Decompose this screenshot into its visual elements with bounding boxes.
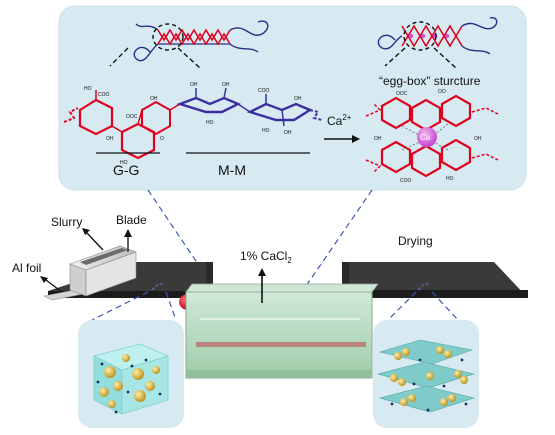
eggbox-chain-illustration-right [377, 16, 498, 69]
coating-process [43, 245, 528, 379]
svg-text:OH: OH [474, 136, 482, 142]
svg-text:HO: HO [446, 176, 454, 182]
svg-text:COO: COO [258, 88, 270, 94]
svg-text:HO: HO [120, 160, 128, 166]
bottom-zoom-lines [91, 291, 459, 321]
svg-text:OH: OH [284, 130, 292, 136]
blade-label: Blade [116, 213, 147, 227]
slurry-particles [96, 354, 162, 414]
crosslinked-network-panel [373, 320, 479, 428]
mm-label: M-M [218, 162, 246, 178]
calcium-ion-label: Ca [420, 133, 431, 142]
svg-text:OH: OH [150, 96, 158, 102]
calcium-ion [417, 127, 437, 147]
right-belt [342, 262, 528, 298]
svg-text:OH: OH [222, 82, 230, 88]
network-particles [390, 346, 468, 412]
alginate-chain-illustration-left [109, 20, 269, 69]
slurry-label: Slurry [51, 215, 82, 229]
svg-text:OH: OH [374, 136, 382, 142]
svg-text:OH: OH [190, 82, 198, 88]
cacl2-bath [185, 283, 379, 379]
m-block-structure: OH OH HO COO HO OH OH [176, 82, 323, 136]
svg-text:OO: OO [438, 89, 446, 95]
svg-text:HO: HO [84, 86, 92, 92]
hydrogel-sheets [376, 339, 476, 413]
doctor-blade-box [69, 245, 137, 297]
svg-text:COO: COO [98, 92, 110, 98]
svg-text:O: O [160, 136, 164, 142]
svg-text:HO: HO [262, 128, 270, 134]
eggbox-label: “egg-box” sturcture [379, 74, 481, 88]
g-block-structure: HO COO OH HO OH O OOC [63, 86, 181, 166]
svg-text:OH: OH [106, 136, 114, 142]
drying-label: Drying [398, 234, 433, 248]
ca-addition-arrow: Ca2+ [324, 113, 360, 143]
al-foil-label: Al foil [12, 261, 41, 275]
cacl2-label: 1% CaCl2 [240, 249, 292, 265]
svg-text:OOC: OOC [126, 114, 138, 120]
svg-text:OOC: OOC [396, 91, 408, 97]
svg-text:COO: COO [400, 178, 412, 184]
svg-text:HO: HO [206, 120, 214, 126]
svg-text:OH: OH [294, 96, 302, 102]
alginate-structure-panel: HO COO OH HO OH O OOC OH OH HO COO HO OH… [58, 5, 527, 191]
slurry-microstructure-panel [78, 320, 184, 428]
gg-label: G-G [113, 162, 139, 178]
ca-arrow-label: Ca2+ [327, 113, 352, 128]
